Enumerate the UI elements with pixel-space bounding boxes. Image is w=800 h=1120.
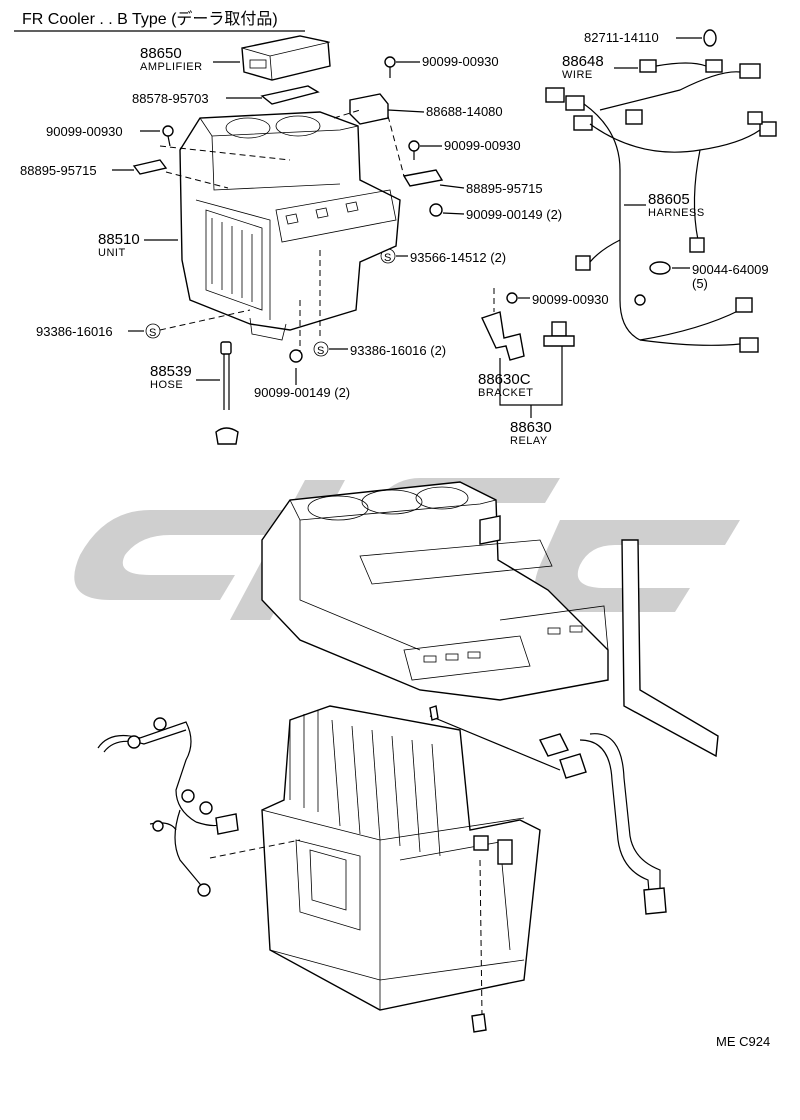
callout-88605-name: HARNESS — [648, 207, 705, 219]
harness-88605 — [545, 29, 777, 353]
cooler-unit-88510 — [179, 111, 401, 341]
pad-88578 — [260, 85, 320, 105]
assembly-guides-bottom — [209, 839, 483, 1017]
screw-90099-00149-bottom — [289, 349, 303, 363]
callout-88648-name: WIRE — [562, 69, 593, 81]
expansion-valve-piping — [97, 705, 667, 915]
callout-88895-95715-a: 88895-95715 — [20, 163, 97, 178]
diagram-code: ME C924 — [716, 1034, 770, 1049]
lower-case-evaporator — [261, 705, 541, 1011]
screw-90099-00930-left — [162, 125, 174, 147]
callouts: 88650 AMPLIFIER 88578-95703 90099-00930 … — [20, 30, 769, 447]
callout-90099-00930-c: 90099-00930 — [444, 138, 521, 153]
callout-88605-number: 88605 — [648, 191, 690, 208]
callout-88539-name: HOSE — [150, 379, 183, 391]
callout-90099-00930-a: 90099-00930 — [422, 54, 499, 69]
callout-88630C-name: BRACKET — [478, 387, 533, 399]
relay-88630 — [543, 321, 575, 347]
diagram-title: FR Cooler . . B Type (デーラ取付品) — [22, 9, 278, 28]
screw-90099-00930-top — [384, 56, 396, 78]
callout-90099-00149-b: 90099-00149 (2) — [254, 385, 350, 400]
screw-symbol-c: S — [317, 345, 324, 357]
callout-88630-number: 88630 — [510, 419, 552, 436]
callout-88688-14080: 88688-14080 — [426, 104, 503, 119]
screw-90099-00149-right — [429, 203, 443, 217]
screw-90099-00930-mid — [408, 140, 420, 160]
callout-93386-16016-b: 93386-16016 (2) — [350, 343, 446, 358]
callout-93386-16016-a: 93386-16016 — [36, 324, 113, 339]
bracket-88688 — [349, 93, 389, 125]
callout-90099-00930-d: 90099-00930 — [532, 292, 609, 307]
plate-88895-left — [132, 159, 168, 175]
bracket-88630C — [481, 288, 525, 361]
screw-symbol-b: S — [149, 327, 156, 339]
callout-88578-95703: 88578-95703 — [132, 91, 209, 106]
callout-88630-name: RELAY — [510, 435, 548, 447]
callout-90044-qty: (5) — [692, 276, 708, 291]
callout-90044-64009: 90044-64009 — [692, 262, 769, 277]
upper-case — [261, 481, 609, 701]
drain-pipe — [621, 539, 719, 758]
callout-88650-name: AMPLIFIER — [140, 61, 203, 73]
header: FR Cooler . . B Type (デーラ取付品) — [14, 9, 305, 32]
callout-88510-name: UNIT — [98, 247, 126, 259]
clip-bottom — [471, 1013, 487, 1033]
callout-90099-00149-a: 90099-00149 (2) — [466, 207, 562, 222]
screw-symbol-a: S — [384, 252, 391, 264]
callout-88539-number: 88539 — [150, 363, 192, 380]
hose-88539 — [215, 341, 239, 445]
callout-88895-95715-b: 88895-95715 — [466, 181, 543, 196]
callout-88630C-number: 88630C — [478, 371, 531, 388]
callout-88648-number: 88648 — [562, 53, 604, 70]
callout-88510-number: 88510 — [98, 231, 140, 248]
amplifier-88650 — [241, 35, 331, 81]
assembly-guides-top — [159, 109, 405, 360]
plate-88895-right — [402, 169, 444, 187]
callout-90099-00930-b: 90099-00930 — [46, 124, 123, 139]
callout-93566-14512: 93566-14512 (2) — [410, 250, 506, 265]
callout-82711-14110: 82711-14110 — [584, 30, 659, 45]
callout-88650-number: 88650 — [140, 45, 182, 62]
